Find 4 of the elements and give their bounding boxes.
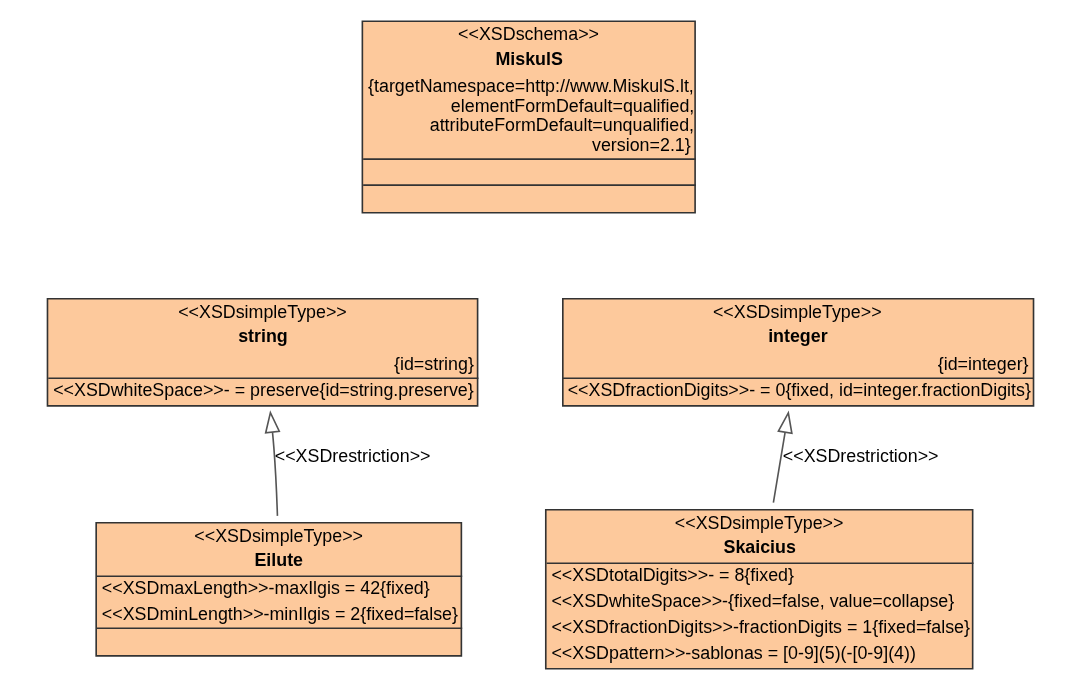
arrow	[264, 410, 280, 517]
arrow	[772, 410, 793, 504]
edge-label: <<XSDrestriction>>	[274, 446, 430, 467]
edge-label: <<XSDrestriction>>	[782, 446, 939, 467]
